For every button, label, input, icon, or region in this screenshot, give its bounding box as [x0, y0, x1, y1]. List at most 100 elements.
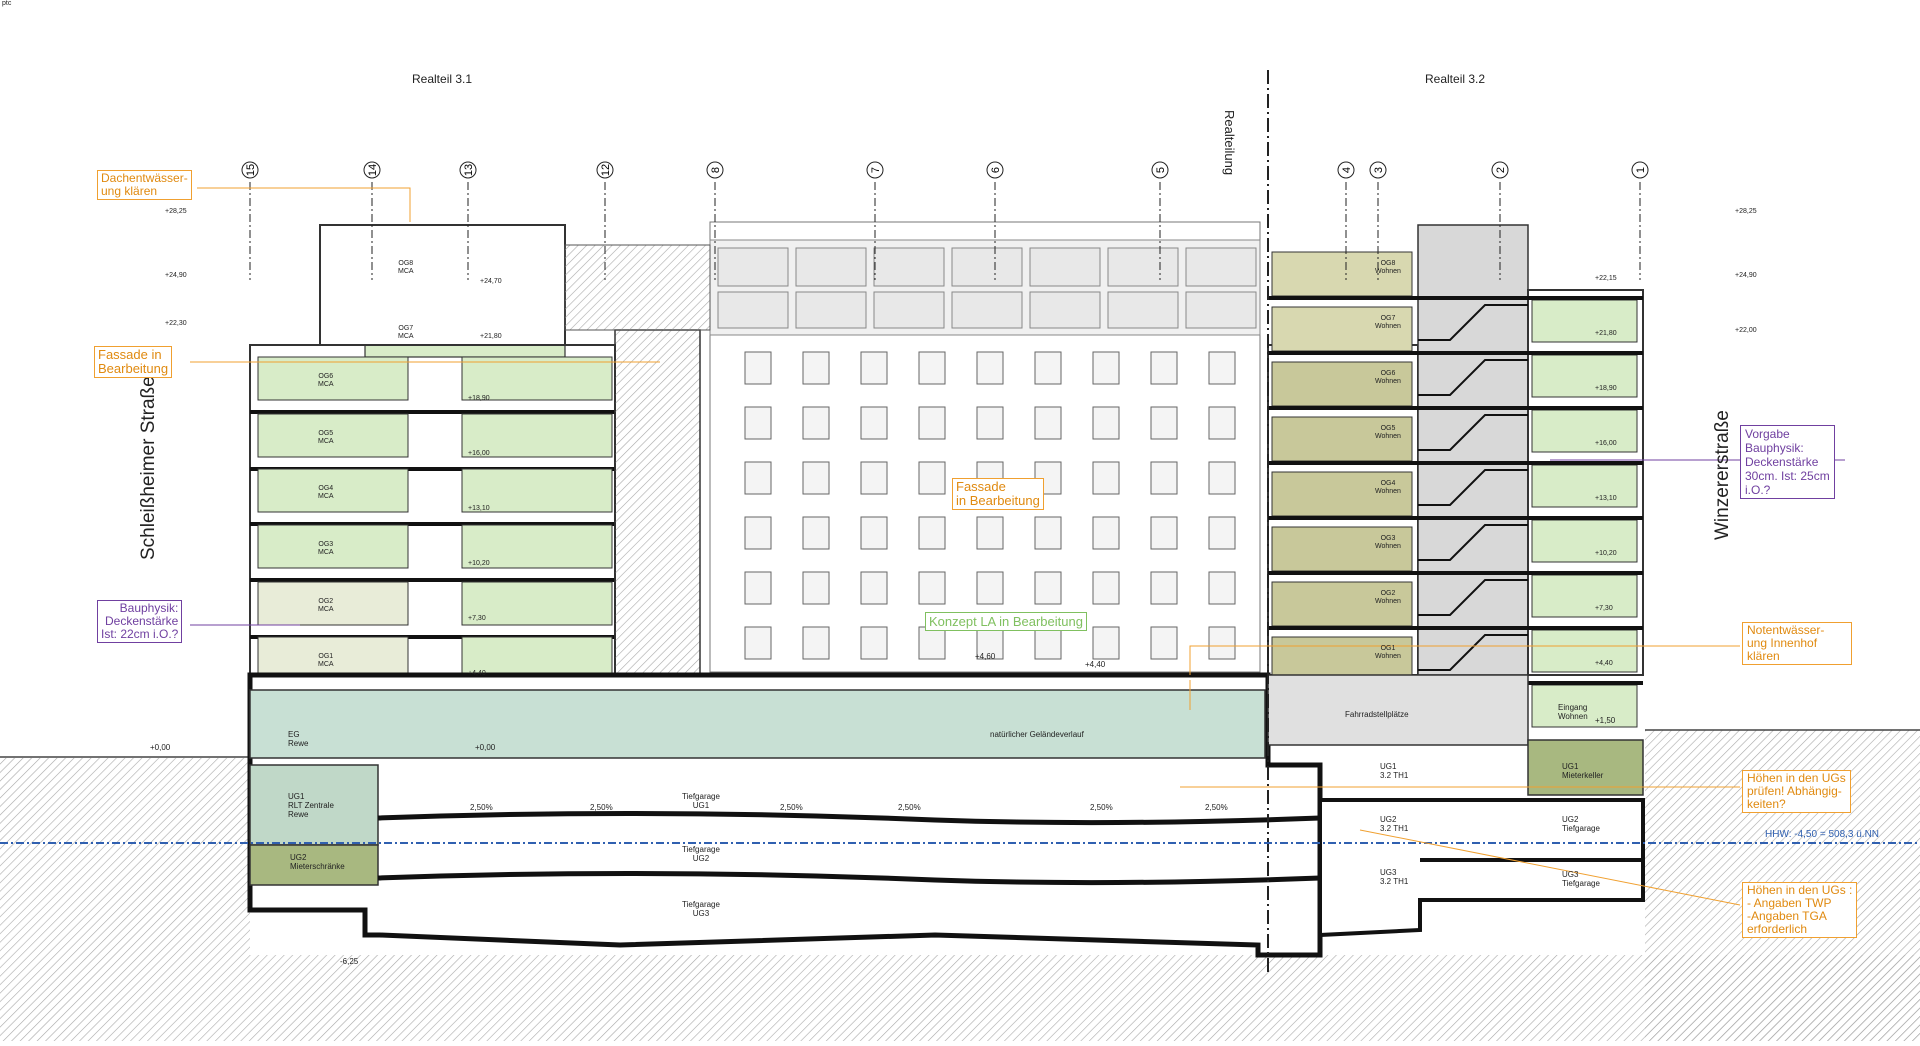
facade-window: [1150, 571, 1178, 605]
facade-window: [1107, 291, 1179, 329]
stair-flight: [1418, 634, 1528, 671]
facade-window: [1208, 351, 1236, 385]
facade-window: [1092, 626, 1120, 660]
facade-window: [976, 516, 1004, 550]
slope-label: 2,50%: [780, 803, 803, 812]
facade-window: [873, 247, 945, 287]
outer-level: +28,25: [165, 208, 187, 215]
street-right-label: Winzererstraße: [1712, 410, 1733, 540]
level-mark: +21,80: [1595, 330, 1617, 337]
stair-flight: [1418, 469, 1528, 506]
floor-cell: [1271, 306, 1413, 352]
floor-cell: [1531, 684, 1638, 728]
facade-window: [717, 291, 789, 329]
slope-label: 2,50%: [1090, 803, 1113, 812]
corner-mark: ptc: [2, 0, 12, 7]
facade-window: [802, 461, 830, 495]
facade-window: [1150, 626, 1178, 660]
facade-window: [802, 626, 830, 660]
facade-window: [976, 406, 1004, 440]
floor-cell: [1271, 251, 1413, 297]
axis-marker: [706, 161, 724, 179]
level-mark: +13,10: [468, 505, 490, 512]
facade-window: [1034, 571, 1062, 605]
facade-window: [795, 247, 867, 287]
axis-marker: [596, 161, 614, 179]
slope-label: 2,50%: [590, 803, 613, 812]
facade-window: [795, 291, 867, 329]
street-left-label: Schleißheimer Straße: [138, 376, 159, 560]
facade-window: [744, 406, 772, 440]
level-mark: +18,90: [1595, 385, 1617, 392]
axis-marker: [1369, 161, 1387, 179]
outer-level: +24,90: [165, 272, 187, 279]
floor-cell: [1271, 361, 1413, 407]
ground-hatch-bottom: [250, 955, 1920, 1041]
facade-window: [1092, 461, 1120, 495]
facade-window: [918, 626, 946, 660]
outer-level: +22,00: [1735, 327, 1757, 334]
floor-cell: [257, 524, 409, 569]
annotation-fassade-center: Fassade in Bearbeitung: [952, 478, 1044, 510]
floor-cell: [1531, 629, 1638, 673]
facade-window: [744, 516, 772, 550]
floor-cell: [461, 413, 613, 458]
floor-cell: [1531, 464, 1638, 508]
level-mark: +10,20: [1595, 550, 1617, 557]
annotation-bauphysik-left: Bauphysik: Deckenstärke Ist: 22cm i.O.?: [97, 600, 183, 643]
facade-window: [860, 516, 888, 550]
realteil-3-2-label: Realteil 3.2: [1425, 72, 1486, 86]
facade-window: [744, 351, 772, 385]
facade-window: [1034, 626, 1062, 660]
floor-cell: [461, 581, 613, 626]
outer-level: +22,30: [165, 320, 187, 327]
axis-marker: [1337, 161, 1355, 179]
ground-level-eg: +0,00: [475, 743, 496, 752]
facade-window: [976, 351, 1004, 385]
floor-cell: [257, 356, 409, 401]
facade-window: [951, 291, 1023, 329]
ground-level-hof: +4,60: [975, 652, 996, 661]
annotation-hoehen-ug-2: Höhen in den UGs : - Angaben TWP -Angabe…: [1742, 882, 1858, 938]
facade-window: [744, 571, 772, 605]
floor-cell: [1531, 409, 1638, 453]
facade-window: [860, 626, 888, 660]
floor-cell: [1531, 354, 1638, 398]
facade-window: [1150, 406, 1178, 440]
level-mark: +22,15: [1595, 275, 1617, 282]
floor-cell: [257, 581, 409, 626]
annotation-konzept-la: Konzept LA in Bearbeitung: [925, 612, 1087, 631]
stair-flight: [1418, 359, 1528, 396]
facade-window: [1034, 516, 1062, 550]
facade-window: [1034, 351, 1062, 385]
floor-cell: [461, 524, 613, 569]
floor-cell: [1271, 471, 1413, 517]
facade-window: [1150, 516, 1178, 550]
facade-window: [976, 626, 1004, 660]
level-mark: +16,00: [1595, 440, 1617, 447]
axis-marker: [986, 161, 1004, 179]
level-mark: +4,40: [1595, 660, 1613, 667]
axis-label: 3: [1373, 167, 1385, 173]
facade-window: [860, 571, 888, 605]
axis-marker: [1491, 161, 1509, 179]
facade-window: [873, 291, 945, 329]
facade-window: [1092, 351, 1120, 385]
realteil-3-1-label: Realteil 3.1: [412, 72, 473, 86]
